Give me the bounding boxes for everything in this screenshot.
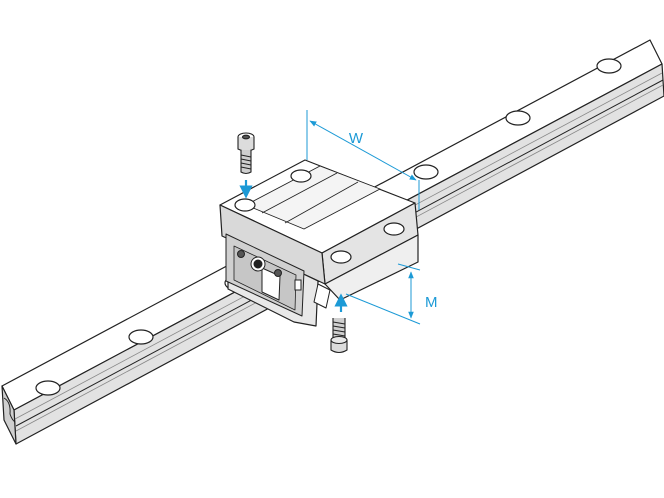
block-mounting-holes <box>234 169 405 264</box>
dimension-line <box>309 120 417 181</box>
extension-line <box>397 263 421 271</box>
dimension-label-m: M <box>425 294 438 311</box>
rail-end-groove <box>3 397 16 423</box>
extension-line <box>345 293 421 325</box>
rail-end-face <box>1 385 17 445</box>
rail-mounting-holes <box>35 58 622 396</box>
grease-nipple <box>237 250 302 291</box>
block-hole <box>290 169 312 183</box>
dimension-w <box>306 110 420 210</box>
dimension-m <box>345 263 421 325</box>
socket-head-cap-screw-icon <box>237 132 255 175</box>
block-hole <box>330 250 352 264</box>
block-hole <box>234 198 256 212</box>
rail-hole <box>128 329 154 345</box>
rail-hole <box>35 380 61 396</box>
carriage-block <box>219 159 419 327</box>
rail-hole <box>596 58 622 74</box>
rail-hole <box>413 164 439 180</box>
block-hole <box>383 222 405 236</box>
mounting-arrow-icon <box>239 180 348 312</box>
rail-hole <box>505 110 531 126</box>
dimension-label-w: W <box>349 130 364 147</box>
socket-head-cap-screw-icon <box>330 318 348 354</box>
